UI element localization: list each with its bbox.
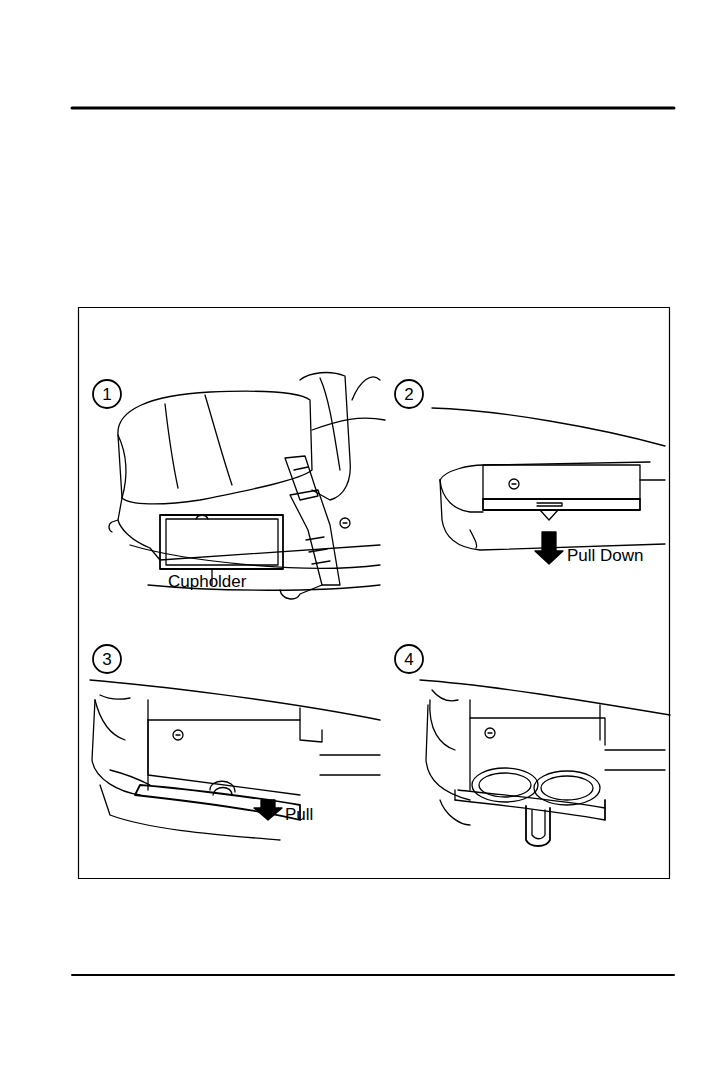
part-name: Cupholder xyxy=(168,573,246,590)
callout-number: 1 xyxy=(93,386,121,403)
callout-number: 3 xyxy=(93,651,121,668)
action-label: Pull Down xyxy=(567,547,644,564)
callout-number: 4 xyxy=(395,651,423,668)
action-label: Pull xyxy=(285,806,313,823)
callout-number: 2 xyxy=(395,386,423,403)
